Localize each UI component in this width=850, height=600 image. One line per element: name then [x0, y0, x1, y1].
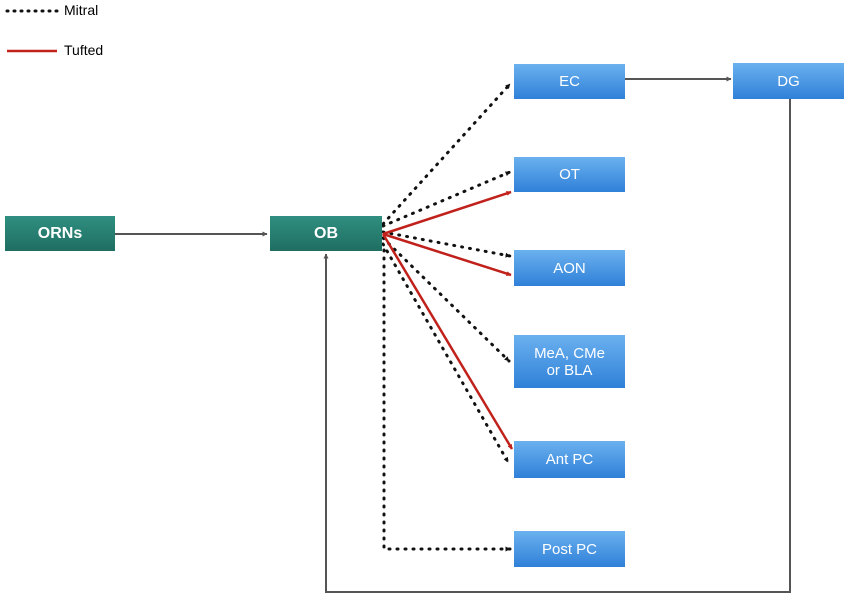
node-ec: EC [514, 64, 625, 99]
node-ot: OT [514, 157, 625, 192]
mitral-projections [381, 82, 512, 552]
mitral-arrow-to-post-pc [382, 248, 512, 552]
node-aon: AON [514, 250, 625, 286]
node-ob: OB [270, 216, 382, 251]
mitral-arrow-to-aon [381, 230, 512, 258]
tufted-arrow-to-ant-pc [381, 233, 514, 450]
mitral-arrow-to-ot [381, 170, 512, 228]
mitral-arrow-to-ant-pc [381, 242, 510, 464]
arrow-dg-to-ob-feedback [323, 98, 791, 593]
legend-mitral-label: Mitral [64, 2, 99, 18]
mitral-arrow-to-mea [381, 236, 511, 363]
node-mea-cme-bla: MeA, CMe or BLA [514, 335, 625, 388]
tufted-projections [381, 190, 514, 450]
tufted-arrow-to-ot [382, 190, 512, 236]
node-mea-line1: MeA, CMe [534, 344, 605, 362]
tufted-arrow-to-aon [382, 232, 512, 277]
node-orns: ORNs [5, 216, 115, 251]
mitral-arrow-to-ec [381, 82, 512, 226]
node-post-pc: Post PC [514, 531, 625, 567]
node-ant-pc: Ant PC [514, 441, 625, 478]
legend-tufted-label: Tufted [64, 42, 104, 58]
node-dg: DG [733, 63, 844, 99]
node-mea-line2: or BLA [546, 361, 593, 379]
